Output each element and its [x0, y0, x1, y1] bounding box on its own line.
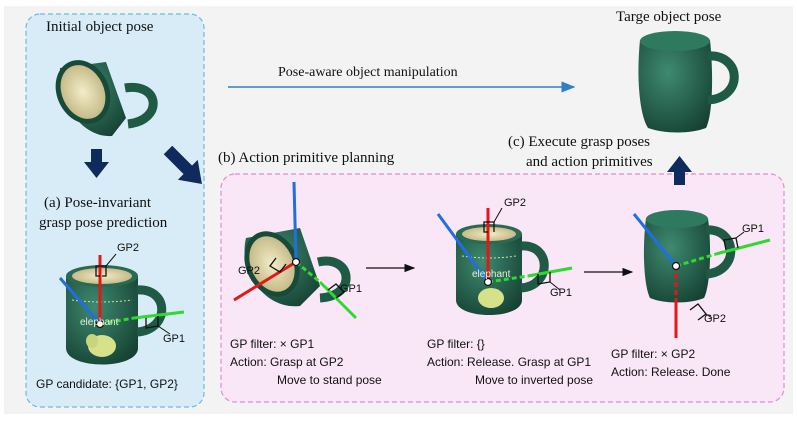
navy-diagonal-arrow	[163, 145, 202, 184]
step3-gp1-label: GP1	[742, 223, 765, 235]
step1-gp1-label: GP1	[340, 283, 363, 295]
target-pose-title: Targe object pose	[616, 9, 722, 25]
panel-b-label: (b) Action primitive planning	[218, 150, 395, 166]
step2-action1: Action: Release. Grasp at GP1	[427, 355, 592, 369]
step2-action2: Move to inverted pose	[475, 373, 594, 387]
panel-c-label-line2: and action primitives	[526, 154, 653, 170]
initial-pose-title: Initial object pose	[46, 19, 154, 35]
navy-down-arrow	[84, 149, 109, 178]
axes-a	[58, 253, 185, 335]
panel-a-label-line1: (a) Pose-invariant	[44, 195, 152, 211]
step1-action2: Move to stand pose	[277, 373, 382, 387]
step3-action1: Action: Release. Done	[611, 365, 731, 379]
step2-mug-text: elephant	[472, 269, 511, 280]
axes-b3	[632, 213, 771, 338]
panel-a-candidate: GP candidate: {GP1, GP2}	[36, 377, 178, 391]
step1-action1: Action: Grasp at GP2	[230, 355, 344, 369]
step3-filter: GP filter: × GP2	[611, 347, 696, 361]
step1-gp2-label: GP2	[238, 265, 261, 277]
panel-a-gp2-label: GP2	[117, 242, 140, 254]
mug-b3	[643, 210, 736, 303]
panel-c-label-line1: (c) Execute grasp poses	[508, 134, 651, 150]
target-mug	[638, 31, 739, 133]
initial-mug	[55, 60, 158, 137]
panel-a-label-line2: grasp pose prediction	[39, 215, 168, 231]
step2-filter: GP filter: {}	[427, 337, 485, 351]
axes-b1	[233, 181, 358, 320]
step2-gp2-label: GP2	[504, 197, 527, 209]
top-arrow-label: Pose-aware object manipulation	[278, 65, 458, 80]
panel-a-gp1-label: GP1	[163, 333, 186, 345]
step2-gp1-label: GP1	[550, 287, 573, 299]
panel-a-mug-text: elephant	[80, 317, 119, 328]
navy-up-arrow	[667, 156, 692, 185]
step1-filter: GP filter: × GP1	[230, 337, 315, 351]
step3-gp2-label: GP2	[704, 313, 727, 325]
axes-b2	[436, 207, 573, 291]
